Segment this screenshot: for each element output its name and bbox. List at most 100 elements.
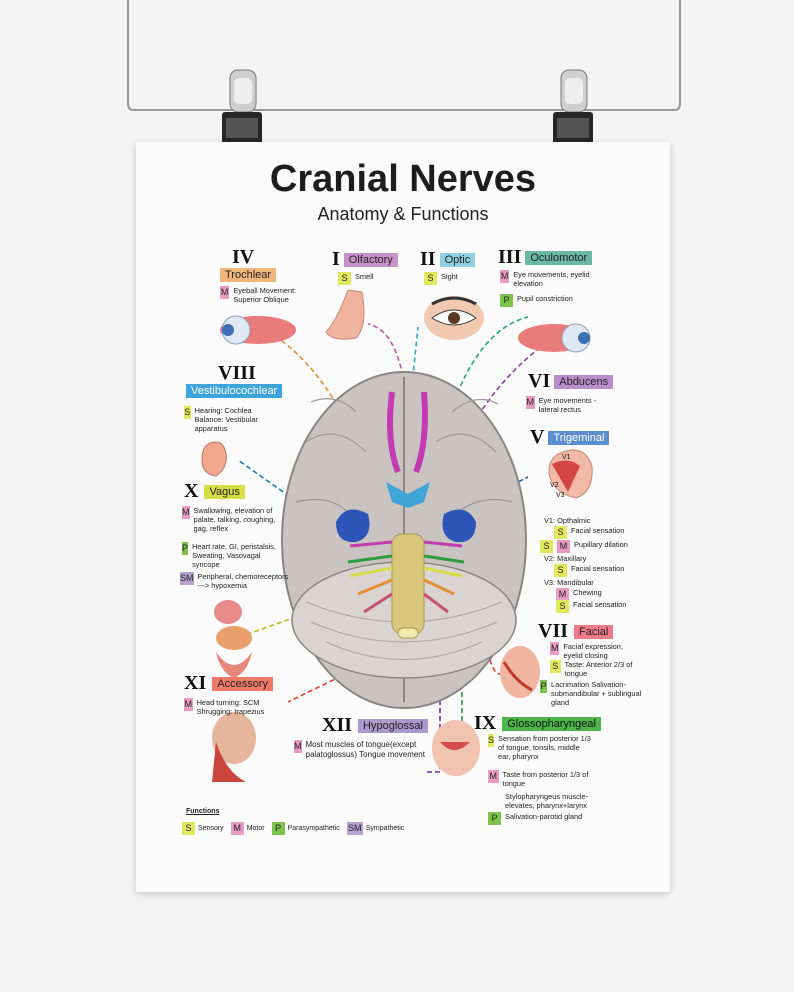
sensory-tag: S xyxy=(338,272,351,285)
vagus-desc-2: Heart rate, GI, peristalsis, Sweating, V… xyxy=(192,542,276,569)
legend-sympathetic-label: Sympathetic xyxy=(365,825,405,832)
glossopharyngeal-name: Glossopharyngeal xyxy=(502,716,601,731)
trigeminal-v2: V2: Maxillary xyxy=(544,554,587,563)
trochlear-desc: Eyeball Movement: Superior Oblique xyxy=(233,286,297,304)
motor-tag: M xyxy=(500,270,510,283)
brain-diagram xyxy=(201,289,593,782)
facial-item-2: S Taste: Anterior 2/3 of tongue xyxy=(550,660,640,678)
poster-title: Cranial Nerves xyxy=(269,158,537,200)
motor-tag: M xyxy=(220,286,230,299)
olfactory-name: Olfactory xyxy=(343,252,398,267)
olfactory-number: I xyxy=(332,248,340,270)
vagus-desc-3: Peripheral, chemoreceptors ---> hypoxemi… xyxy=(197,572,289,590)
trigeminal-name: Trigeminal xyxy=(548,430,610,445)
motor-tag: M xyxy=(488,770,499,783)
legend-title: Functions xyxy=(186,808,220,815)
optic-item: S Sight xyxy=(424,272,458,285)
trochlear-number: IV xyxy=(232,246,254,269)
face-label-v1: V1 xyxy=(562,454,571,461)
legend: S Sensory M Motor P Parasympathetic SM S… xyxy=(182,822,404,835)
throat-icon xyxy=(432,720,480,776)
vestibulocochlear-name: Vestibulocochlear xyxy=(186,384,283,398)
vestibulocochlear-desc: Hearing: Cochlea Balance: Vestibular app… xyxy=(194,406,258,433)
parasympathetic-tag: P xyxy=(500,294,513,307)
optic-name: Optic xyxy=(439,252,476,267)
olfactory-header: I Olfactory xyxy=(332,248,398,271)
motor-tag: M xyxy=(182,506,190,519)
vagus-number: X xyxy=(184,480,199,502)
sensory-tag: S xyxy=(554,526,567,539)
vagus-item-2: P Heart rate, GI, peristalsis, Sweating,… xyxy=(182,542,278,569)
vagus-name: Vagus xyxy=(204,484,245,499)
hypoglossal-desc: Most muscles of tongue(except palatoglos… xyxy=(305,740,425,759)
sensory-tag: S xyxy=(184,406,191,419)
glossopharyngeal-number: IX xyxy=(474,712,497,734)
motor-tag: M xyxy=(550,642,560,655)
optic-header: II Optic xyxy=(420,248,476,271)
sensory-tag: S xyxy=(540,540,553,553)
facial-item-1: M Facial expression, eyelid closing xyxy=(550,642,640,660)
legend-sympathetic-tag: SM xyxy=(346,822,363,835)
glossopharyngeal-desc-1: Sensation from posterior 1/3 of tongue, … xyxy=(498,734,591,761)
oculomotor-connector xyxy=(435,316,529,463)
glossopharyngeal-desc-4: Salivation-parotid gland xyxy=(505,812,583,821)
vagus-item-3: SM Peripheral, chemoreceptors ---> hypox… xyxy=(180,572,292,590)
head-facial-icon xyxy=(500,646,540,698)
trigeminal-v1-s: S Facial sensation xyxy=(554,526,624,539)
eye-icon-left xyxy=(220,315,296,345)
trochlear-name: Trochlear xyxy=(220,268,277,282)
facial-desc-2: Taste: Anterior 2/3 of tongue xyxy=(564,660,633,678)
abducens-header: VI Abducens xyxy=(528,370,614,393)
motor-tag: M xyxy=(294,740,302,753)
oculomotor-item-2: P Pupil constriction xyxy=(500,294,573,307)
ear-icon xyxy=(201,441,227,477)
sympathetic-tag: SM xyxy=(180,572,194,585)
trigeminal-v3-s: S Facial sensation xyxy=(556,600,626,613)
parasympathetic-tag: P xyxy=(182,542,189,555)
abducens-name: Abducens xyxy=(554,374,614,389)
trigeminal-v3: V3: Mandibular xyxy=(544,578,594,587)
hypoglossal-name: Hypoglossal xyxy=(358,718,428,733)
facial-desc-3: Lacrimation Salivation- submandibular + … xyxy=(551,680,642,707)
legend-motor-tag: M xyxy=(230,822,244,835)
legend-parasympathetic-tag: P xyxy=(271,822,285,835)
accessory-name: Accessory xyxy=(212,676,273,691)
glossopharyngeal-item-4: P Salivation-parotid gland xyxy=(488,812,582,825)
oculomotor-number: III xyxy=(498,246,522,268)
poster-subtitle: Anatomy & Functions xyxy=(317,204,489,224)
facial-item-3: P Lacrimation Salivation- submandibular … xyxy=(540,680,652,707)
oculomotor-header: III Oculomotor xyxy=(498,246,593,269)
glossopharyngeal-item-1: S Sensation from posterior 1/3 of tongue… xyxy=(488,734,592,761)
accessory-desc: Head turning: SCM Shrugging: trapezius xyxy=(196,698,265,716)
vagus-item-1: M Swallowing, elevation of palate, talki… xyxy=(182,506,278,533)
nose-icon xyxy=(325,289,365,340)
vagus-desc-1: Swallowing, elevation of palate, talking… xyxy=(193,506,276,533)
sensory-tag: S xyxy=(556,600,569,613)
eye-icon-right xyxy=(518,323,591,353)
vestibulocochlear-item: S Hearing: Cochlea Balance: Vestibular a… xyxy=(184,406,274,433)
motor-tag: M xyxy=(184,698,193,711)
face-trigeminal-icon xyxy=(548,449,593,499)
trigeminal-number: V xyxy=(530,426,545,448)
facial-desc-1: Facial expression, eyelid closing xyxy=(563,642,623,660)
trigeminal-v1-m-text: Pupillary dilation xyxy=(574,540,628,549)
olfactory-item: S Smell xyxy=(338,272,373,285)
sensory-tag: S xyxy=(550,660,561,673)
trigeminal-v1-m: S M Pupillary dilation xyxy=(540,540,628,553)
hypoglossal-header: XII Hypoglossal xyxy=(322,714,428,737)
trochlear-item: M Eyeball Movement: Superior Oblique xyxy=(220,286,320,304)
trigeminal-v3-m-text: Chewing xyxy=(573,588,602,597)
hypoglossal-connector xyxy=(426,612,441,773)
motor-tag: M xyxy=(557,540,570,553)
abducens-item: M Eye movements - lateral rectus xyxy=(526,396,606,414)
facial-number: VII xyxy=(538,620,569,642)
legend-sensory-tag: S xyxy=(182,822,195,835)
vestibulocochlear-number: VIII xyxy=(218,362,256,384)
hypoglossal-item: M Most muscles of tongue(except palatogl… xyxy=(294,740,432,760)
trigeminal-v1-s-text: Facial sensation xyxy=(571,526,625,535)
trigeminal-v2-s-text: Facial sensation xyxy=(571,564,625,573)
legend-parasympathetic-label: Parasympathetic xyxy=(287,825,340,832)
trochlear-number-text: IV xyxy=(232,246,255,268)
olfactory-desc: Smell xyxy=(355,272,374,281)
oculomotor-name: Oculomotor xyxy=(525,250,593,265)
